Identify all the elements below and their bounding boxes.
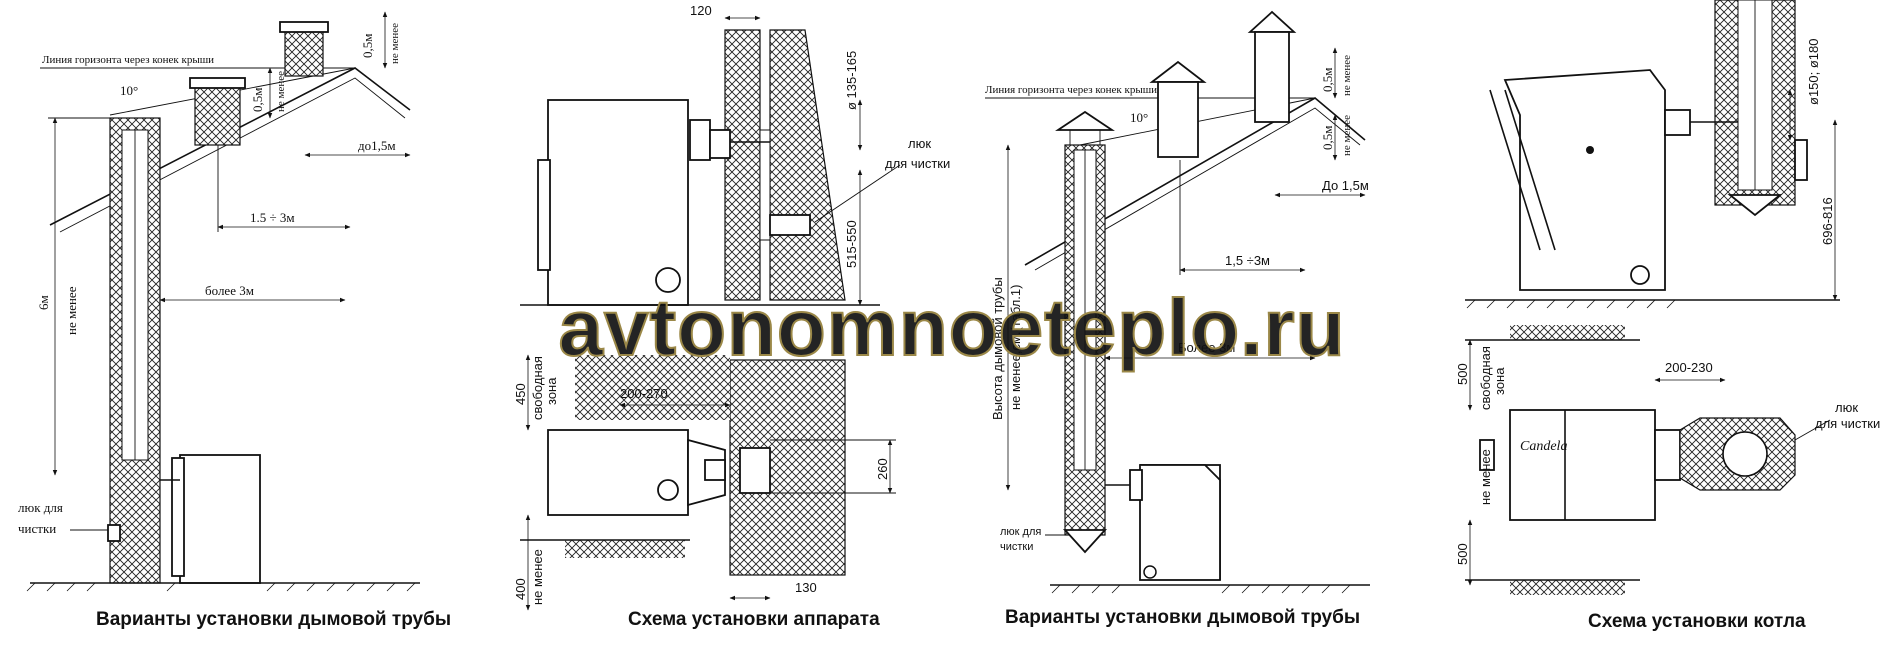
zone-label-1: свободная xyxy=(530,356,545,420)
zone-label-2: зона xyxy=(544,377,559,405)
h696-label: 696-816 xyxy=(1820,197,1835,245)
dist-a-label: До 1,5м xyxy=(1322,178,1369,193)
watermark-text: avtonomnoeteplo.ru xyxy=(559,283,1346,372)
h500b-label: 500 xyxy=(1455,543,1470,565)
angle-label: 10° xyxy=(1130,110,1148,125)
horizon-label: Линия горизонта через конек крыши xyxy=(985,84,1157,96)
zone-label-1: свободная xyxy=(1478,346,1493,410)
h500a-label: 500 xyxy=(1455,363,1470,385)
dist-b-label: 1.5 ÷ 3м xyxy=(250,210,295,225)
caption-3: Варианты установки дымовой трубы xyxy=(1005,607,1360,628)
h-top-min-label: не менее xyxy=(1341,55,1353,96)
w200-label: 200-230 xyxy=(1665,360,1713,375)
h515-label: 515-550 xyxy=(844,220,859,268)
diagram-1-chimney-variants: Линия горизонта через конек крыши 10° 0,… xyxy=(18,11,451,630)
h260-label: 260 xyxy=(875,458,890,480)
height-label-2: не менее,см.(табл.1) xyxy=(1008,285,1023,410)
chimney-top xyxy=(284,27,324,77)
angle-label: 10° xyxy=(120,83,138,98)
caption-4: Схема установки котла xyxy=(1588,611,1806,632)
chimney-mid xyxy=(194,84,241,146)
height-min-label: не менее xyxy=(64,286,79,335)
h-top-min-label: не менее xyxy=(389,23,401,64)
hatch-label-1: люк xyxy=(1835,400,1858,415)
dist-c-label: более 3м xyxy=(205,283,254,298)
diagram-4-boiler-install: ø150; ø180 696-816 500 свободная зона 20… xyxy=(1455,0,1880,632)
chimney-mid xyxy=(1157,81,1199,158)
min-label: не менее xyxy=(530,549,545,605)
h-mid-label: 0,5м xyxy=(250,88,265,112)
hatch-label-1: люк xyxy=(908,136,931,151)
hatch-label-1: люк для xyxy=(18,500,63,515)
h-top-label: 0,5м xyxy=(360,34,375,58)
height-label-1: Высота дымовой трубы xyxy=(990,277,1005,420)
height-label: 6м xyxy=(36,295,51,310)
boiler-4-top xyxy=(1509,409,1656,521)
diagram-2-apparatus-install: 120 ø 135-165 люк для чистки 515-550 200… xyxy=(513,3,950,630)
w130-label: 130 xyxy=(795,580,817,595)
w200-label: 200-270 xyxy=(620,386,668,401)
caption-2: Схема установки аппарата xyxy=(628,609,880,630)
boiler-1 xyxy=(179,454,261,584)
wall-chimney-upper xyxy=(724,29,761,301)
dist-b-label: 1,5 ÷3м xyxy=(1225,253,1270,268)
hatch-label-2: для чистки xyxy=(1815,416,1880,431)
horizon-label: Линия горизонта через конек крыши xyxy=(42,54,214,66)
min-label: не менее xyxy=(1478,449,1493,505)
w120-label: 120 xyxy=(690,3,712,18)
h-mid-min-label: не менее xyxy=(1341,115,1353,156)
caption-1: Варианты установки дымовой трубы xyxy=(96,609,451,630)
dia-label: ø 135-165 xyxy=(844,51,859,110)
dist-a-label: до1,5м xyxy=(358,138,396,153)
h-mid-min-label: не менее xyxy=(275,71,287,112)
dia-label: ø150; ø180 xyxy=(1806,39,1821,106)
h400-label: 400 xyxy=(513,578,528,600)
hatch-label-2: чистки xyxy=(1000,541,1033,553)
zone-label-2: зона xyxy=(1492,367,1507,395)
h-mid-label: 0,5м xyxy=(1320,126,1335,150)
diagram-3-chimney-variants: Линия горизонта через конек крыши 10° 0,… xyxy=(985,10,1370,628)
chimney-top xyxy=(1254,31,1290,123)
hatch-label-2: чистки xyxy=(18,521,56,536)
dist-c-label: Более 3м xyxy=(1178,340,1235,355)
h-top-label: 0,5м xyxy=(1320,68,1335,92)
boiler-4-side xyxy=(1503,69,1666,291)
brand-logo: Candela xyxy=(1520,439,1567,454)
hatch-label-2: для чистки xyxy=(885,156,950,171)
h450-label: 450 xyxy=(513,383,528,405)
hatch-label-1: люк для xyxy=(1000,526,1041,538)
boiler-2-top xyxy=(547,429,689,516)
